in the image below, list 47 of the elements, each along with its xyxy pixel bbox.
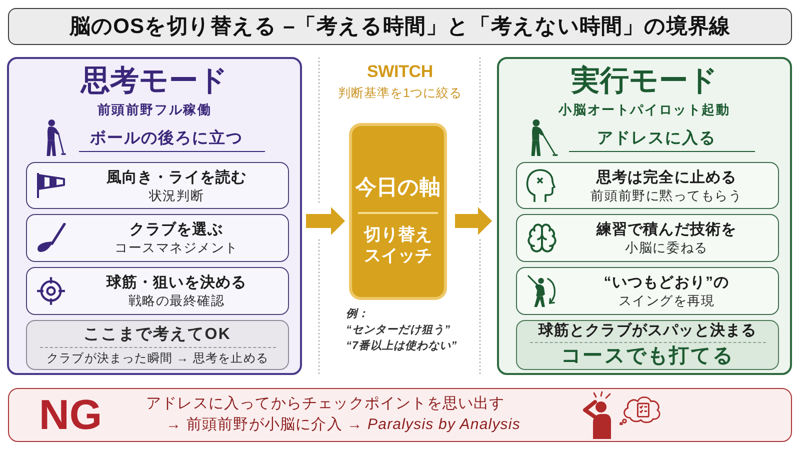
card-title: 球筋・狙いを決める [106,273,247,292]
step-card [26,267,289,315]
card-title: 風向き・ライを読む [106,168,247,186]
step-card [516,162,779,209]
switch-heading: 今日の軸 [356,176,440,200]
card-title: ここまで考えてOK [84,324,232,344]
arrow [455,207,492,235]
step-heading: ボールの後ろに立つ [90,131,243,147]
card-title: クラブを選ぶ [130,220,224,239]
switch-box [349,123,447,300]
example-text: 例： [346,307,370,321]
card-subtitle: 前頭前野に黙ってもらう [590,186,742,204]
mode-panel [497,57,792,375]
arrow [306,207,345,235]
card-title: 球筋とクラブがスパッと決まる [538,322,757,340]
card-subtitle: 状況判断 [148,186,204,204]
card-subtitle: クラブが決まった瞬間 → 思考を止める [46,350,269,366]
mode-subtitle: 前頭前野フル稼働 [97,103,212,116]
mode-heading: 実行モード [571,67,718,96]
card-title: 思考は完全に止める [596,168,737,186]
card-subtitle: スイングを再現 [618,292,715,309]
warning-text: → 前頭前野が小脳に介入 → Paralysis by Analysis [166,416,520,434]
step-card [26,214,289,262]
warning-text: アドレスに入ってからチェックポイントを思い出す [146,395,505,413]
mode-panel [7,57,302,375]
step-heading: アドレスに入る [597,131,716,147]
ng-label: NG [39,394,102,436]
warning-banner [8,388,792,442]
switch-label: SWITCH [366,62,434,82]
summary-card [26,320,289,370]
card-title: “いつもどおり”の [604,273,730,292]
step-card [26,162,289,209]
example-text: “7番以上は使わない” [346,339,458,353]
card-subtitle: 小脳に委ねる [625,239,708,256]
step-card [516,214,779,262]
card-subtitle: コースマネジメント [114,239,239,256]
example-text: “センターだけ狙う” [346,323,450,337]
card-subtitle: 戦略の最終確認 [128,292,225,309]
result-card [516,320,779,370]
step-card [516,267,779,315]
switch-text: 切り替えスイッチ [362,224,433,266]
title-text: 脳のOSを切り替える –「考える時間」と「考えない時間」の境界線 [69,16,731,37]
card-title: 練習で積んだ技術を [596,220,737,239]
mode-heading: 思考モード [81,67,228,96]
mode-subtitle: 小脳オートパイロット起動 [558,103,730,116]
result-text: コースでも打てる [561,345,734,368]
switch-caption: 判断基準を1つに絞る [338,86,462,101]
